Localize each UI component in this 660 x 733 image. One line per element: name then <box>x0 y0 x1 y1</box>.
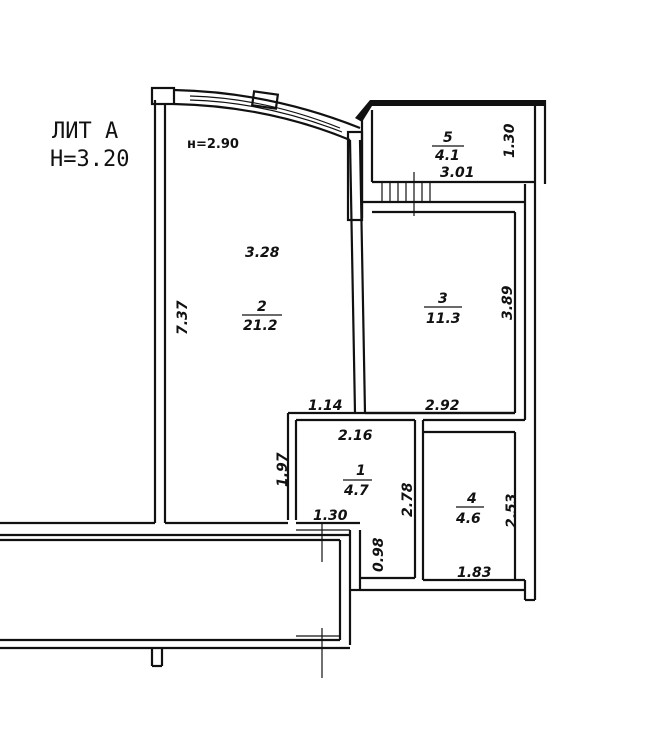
room-3-label: 3 11.3 <box>424 291 462 327</box>
dim-hall-depth: 0.98 <box>371 537 387 572</box>
dim-corridor-left: 1.14 <box>308 398 343 414</box>
ceiling-height-note: н=2.90 <box>187 137 239 152</box>
dim-room1-side: 1.97 <box>275 452 291 487</box>
dim-room5-depth: 1.30 <box>502 123 518 158</box>
dim-hall-width: 1.30 <box>313 508 348 524</box>
room-5-label: 5 4.1 <box>432 130 464 164</box>
room-4-area: 4.6 <box>455 511 481 527</box>
dim-room3-length: 3.89 <box>500 285 516 320</box>
dim-room1-width: 2.16 <box>338 428 373 444</box>
room-4-number: 4 <box>466 491 477 507</box>
room-3-walls <box>362 184 537 600</box>
dim-room4-height: 2.53 <box>504 493 520 528</box>
room-1-number: 1 <box>356 463 366 479</box>
room-5-number: 5 <box>443 130 453 146</box>
dim-room4-width: 1.83 <box>457 565 492 581</box>
room-4-label: 4 4.6 <box>455 491 484 527</box>
hall-walls <box>0 521 362 678</box>
room-3-area: 11.3 <box>426 311 461 327</box>
dim-room2-length: 7.37 <box>175 300 191 335</box>
room-1-label: 1 4.7 <box>343 463 372 499</box>
room-5-area: 4.1 <box>434 148 460 164</box>
room-2-number: 2 <box>257 299 267 315</box>
room-3-number: 3 <box>438 291 448 307</box>
dim-corridor-right: 2.92 <box>425 398 460 414</box>
room-1-4-walls <box>286 411 535 602</box>
dim-room5-width: 3.01 <box>440 165 475 181</box>
room-2-area: 21.2 <box>243 318 278 334</box>
title-line1: ЛИТ А <box>52 119 118 144</box>
room-1-area: 4.7 <box>343 483 369 499</box>
title-line2: Н=3.20 <box>50 147 129 172</box>
room-2-label: 2 21.2 <box>242 299 282 334</box>
dim-room2-width: 3.28 <box>245 245 280 261</box>
dim-room1-height: 2.78 <box>400 482 416 517</box>
